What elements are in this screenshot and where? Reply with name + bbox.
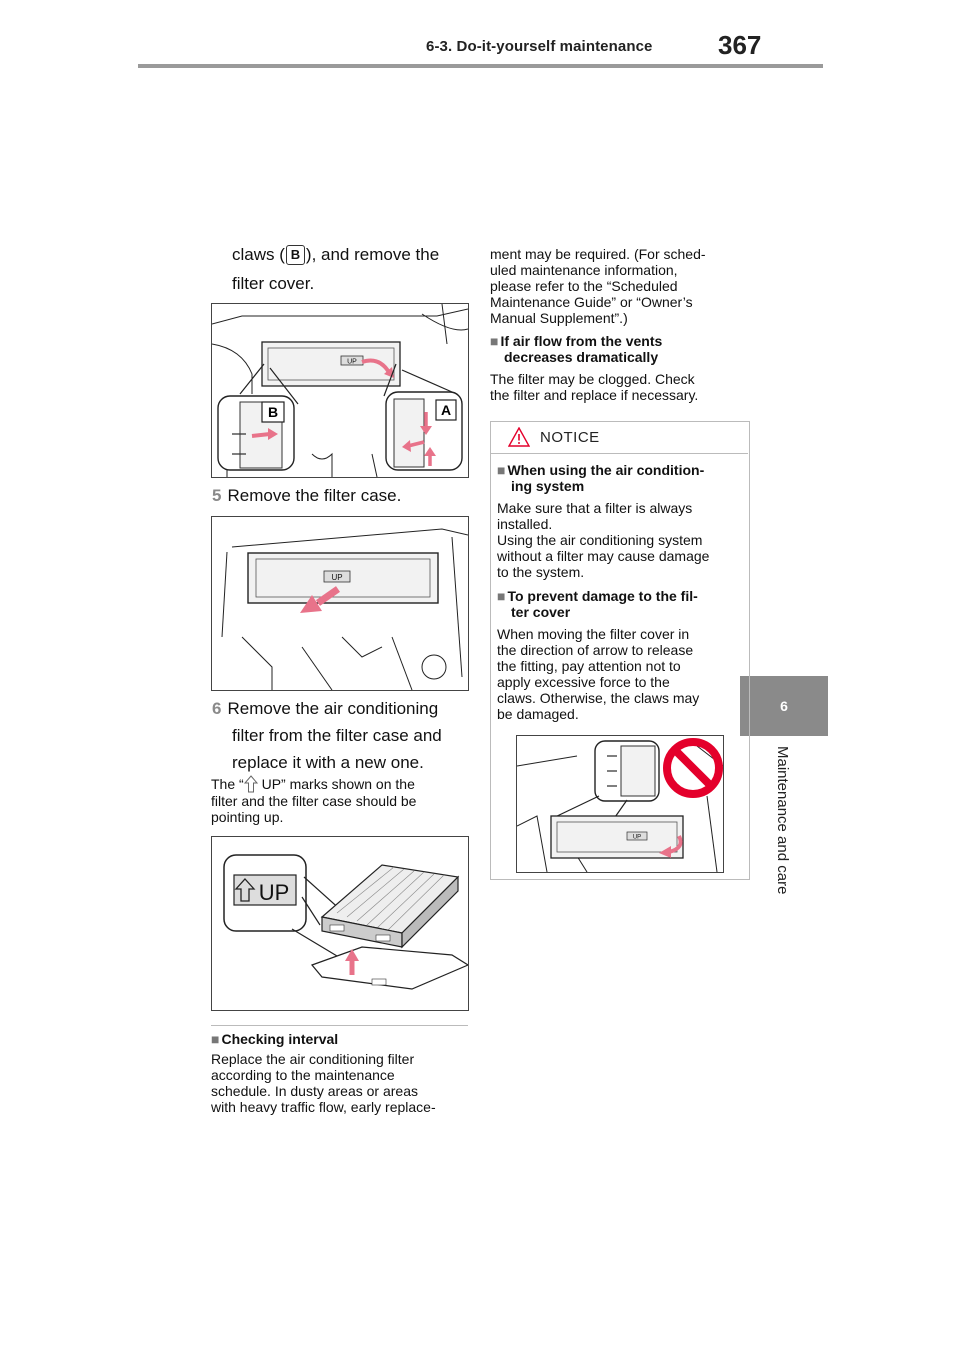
notice-title: NOTICE (540, 429, 600, 446)
notice-header (490, 421, 748, 454)
up-arrow-icon (243, 775, 258, 793)
up-mark: UP (347, 359, 357, 366)
filter-case-illustration: UP (221, 528, 468, 690)
page-number: 367 (718, 30, 762, 60)
section-title: 6-3. Do-it-yourself maintenance (426, 38, 653, 55)
label-b-badge: B (285, 245, 305, 265)
warning-icon (508, 427, 530, 447)
square-bullet-icon: ■ (211, 1031, 220, 1047)
up-mark-large: UP (259, 880, 290, 905)
figure-remove-case: UP (211, 516, 469, 691)
step4-text: claws (B), and remove the filter cover. (232, 245, 440, 293)
filter-cover-illustration: UP B A (212, 304, 468, 477)
notice-box (490, 421, 750, 880)
chapter-tab[interactable]: 6 (740, 676, 828, 736)
filter-up-illustration: UP (223, 854, 468, 990)
square-bullet-icon: ■ (497, 462, 506, 478)
figure-remove-cover: UP B A (211, 303, 469, 478)
up-mark-note: The “ UP” marks shown on the filter and … (211, 775, 417, 825)
header-rule (138, 64, 823, 68)
prohibited-force-illustration: UP (517, 738, 723, 872)
airflow-section: ■If air flow from the vents decreases dr… (490, 333, 699, 403)
continued-text: ment may be required. (For sched- uled m… (490, 246, 706, 326)
notice-ac-system: ■When using the air condition- ing syste… (497, 462, 710, 580)
up-mark: UP (331, 573, 342, 582)
notice-filter-cover: ■To prevent damage to the fil- ter cover… (497, 588, 700, 722)
label-a: A (441, 402, 451, 418)
section-divider (211, 1025, 468, 1026)
square-bullet-icon: ■ (497, 588, 506, 604)
up-mark: UP (633, 835, 641, 841)
prohibition-icon (663, 738, 723, 798)
square-bullet-icon: ■ (490, 333, 499, 349)
chapter-number: 6 (780, 698, 788, 714)
label-b: B (268, 404, 278, 420)
figure-up-marks: UP (211, 836, 469, 1011)
figure-excessive-force: UP (516, 735, 724, 873)
checking-interval: ■Checking interval Replace the air condi… (211, 1031, 436, 1115)
